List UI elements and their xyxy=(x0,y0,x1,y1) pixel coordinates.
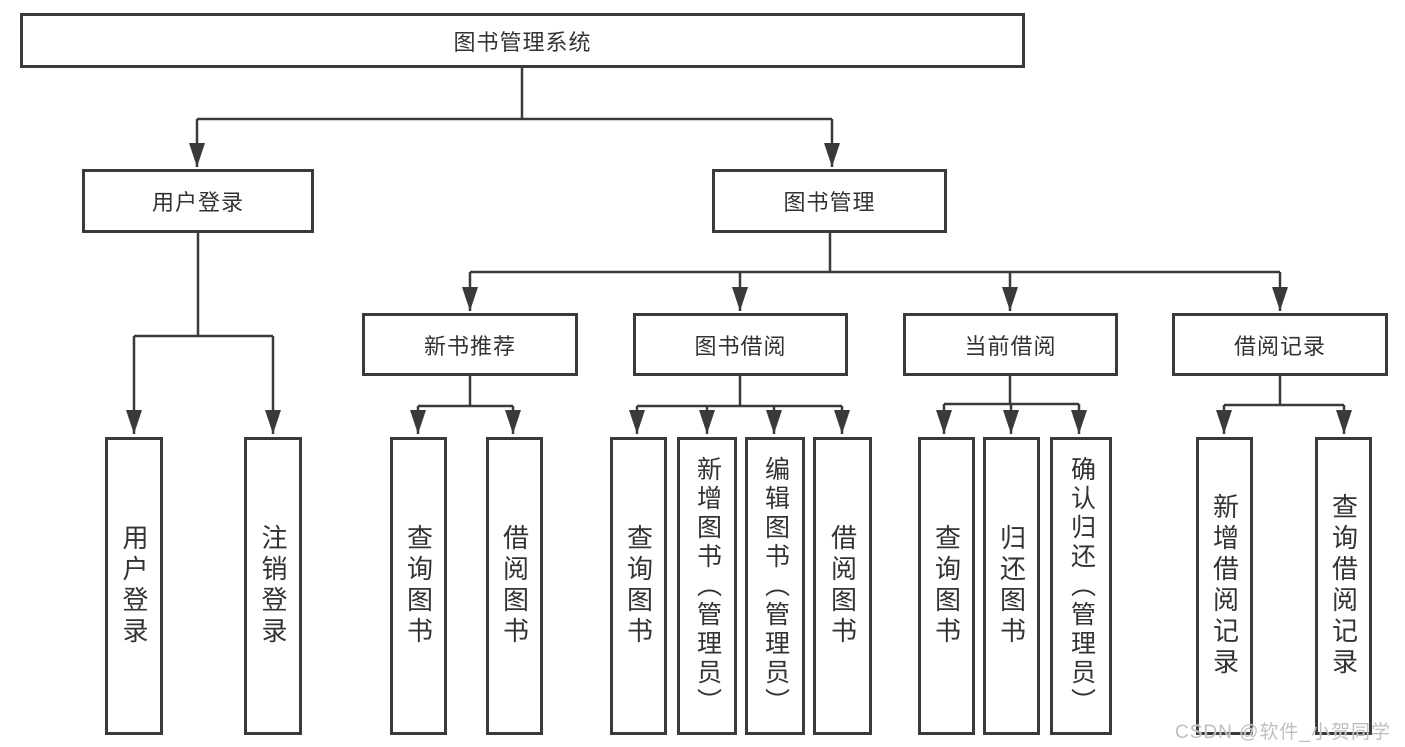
leaf-confirm-return-admin: 确认归还（管理员） xyxy=(1050,437,1112,735)
node-borrow-records: 借阅记录 xyxy=(1172,313,1388,376)
leaf-query-books-current: 查询图书 xyxy=(918,437,975,735)
watermark: CSDN @软件_小贺同学 xyxy=(1175,722,1391,743)
node-book-borrow-label: 图书借阅 xyxy=(694,333,787,359)
leaf-query-borrow-record: 查询借阅记录 xyxy=(1315,437,1372,735)
leaf-borrow-books-label: 借阅图书 xyxy=(827,524,858,648)
leaf-return-book: 归还图书 xyxy=(983,437,1040,735)
leaf-logout-label: 注销登录 xyxy=(258,524,288,648)
node-user-login: 用户登录 xyxy=(82,169,314,233)
node-user-login-label: 用户登录 xyxy=(151,190,244,215)
leaf-return-book-label: 归还图书 xyxy=(996,524,1027,648)
leaf-logout: 注销登录 xyxy=(244,437,302,735)
node-book-management: 图书管理 xyxy=(712,169,947,233)
leaf-add-book-admin-label: 新增图书（管理员） xyxy=(693,455,722,717)
leaf-user-login: 用户登录 xyxy=(105,437,163,735)
node-book-borrow: 图书借阅 xyxy=(633,313,848,376)
leaf-edit-book-admin: 编辑图书（管理员） xyxy=(745,437,805,735)
leaf-query-borrow-record-label: 查询借阅记录 xyxy=(1328,493,1359,679)
node-root: 图书管理系统 xyxy=(20,13,1025,68)
leaf-query-books-current-label: 查询图书 xyxy=(931,524,962,648)
node-current-borrow-label: 当前借阅 xyxy=(964,333,1057,359)
leaf-add-borrow-record-label: 新增借阅记录 xyxy=(1209,493,1240,679)
leaf-add-borrow-record: 新增借阅记录 xyxy=(1196,437,1253,735)
leaf-query-books-borrow: 查询图书 xyxy=(610,437,667,735)
leaf-edit-book-admin-label: 编辑图书（管理员） xyxy=(761,455,790,717)
leaf-user-login-label: 用户登录 xyxy=(119,524,149,648)
node-root-label: 图书管理系统 xyxy=(453,29,592,55)
node-current-borrow: 当前借阅 xyxy=(903,313,1118,376)
node-book-management-label: 图书管理 xyxy=(783,190,876,215)
leaf-borrow-books-recommend-label: 借阅图书 xyxy=(499,524,530,648)
node-new-book-recommend-label: 新书推荐 xyxy=(423,333,516,359)
leaf-confirm-return-admin-label: 确认归还（管理员） xyxy=(1067,455,1096,717)
leaf-query-books-borrow-label: 查询图书 xyxy=(623,524,654,648)
node-borrow-records-label: 借阅记录 xyxy=(1233,333,1326,359)
node-new-book-recommend: 新书推荐 xyxy=(362,313,578,376)
leaf-query-books-recommend-label: 查询图书 xyxy=(403,524,434,648)
leaf-borrow-books-recommend: 借阅图书 xyxy=(486,437,543,735)
leaf-add-book-admin: 新增图书（管理员） xyxy=(677,437,737,735)
leaf-borrow-books: 借阅图书 xyxy=(813,437,872,735)
leaf-query-books-recommend: 查询图书 xyxy=(390,437,447,735)
